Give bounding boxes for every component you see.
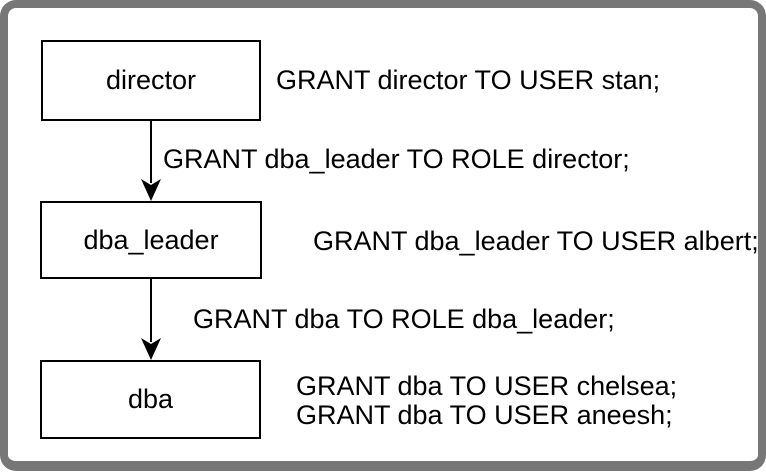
edge-label-grant-dba-to-role-dba-leader: GRANT dba TO ROLE dba_leader; <box>193 304 615 334</box>
node-dba-leader: dba_leader <box>40 201 262 279</box>
node-director: director <box>41 40 261 121</box>
node-dba: dba <box>40 360 261 439</box>
arrow-head-icon <box>141 338 161 360</box>
arrow-head-icon <box>141 179 161 201</box>
grant-statement-dba: GRANT dba TO USER chelsea; GRANT dba TO … <box>296 371 678 430</box>
arrow-director-to-dba-leader <box>141 121 161 201</box>
edge-label-grant-dba-leader-to-role-director: GRANT dba_leader TO ROLE director; <box>163 144 630 174</box>
grant-statement-director: GRANT director TO USER stan; <box>276 65 661 95</box>
grant-statement-dba-line-2: GRANT dba TO USER aneesh; <box>296 400 673 430</box>
arrow-dba-leader-to-dba <box>141 279 161 360</box>
grant-statement-dba-line-1: GRANT dba TO USER chelsea; <box>296 371 678 401</box>
grant-statement-dba-leader: GRANT dba_leader TO USER albert; <box>313 226 759 256</box>
